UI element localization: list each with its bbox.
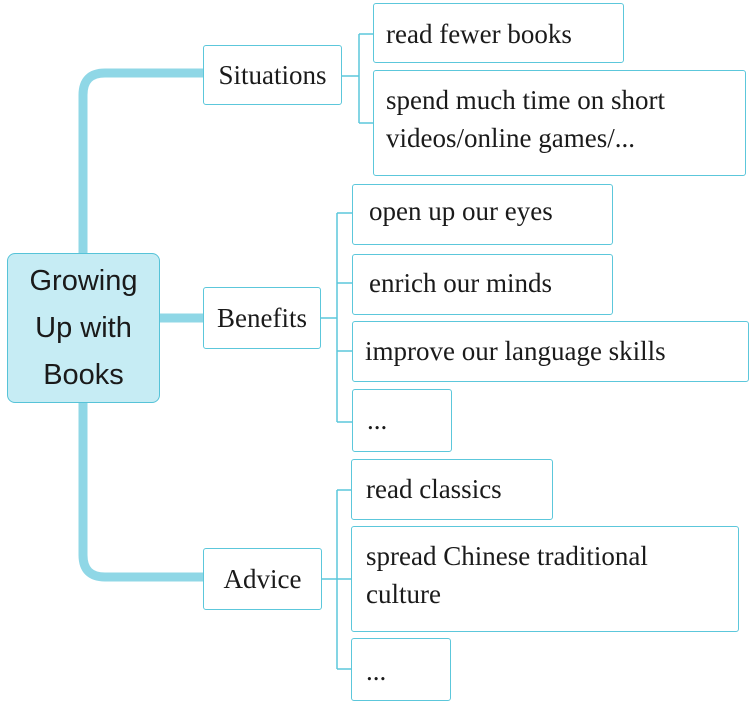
leaf-benefits-3: improve our language skills bbox=[352, 321, 749, 382]
connector-root-advice bbox=[78, 398, 208, 582]
leaf-advice-3: ... bbox=[351, 638, 451, 701]
leaf-benefits-1: open up our eyes bbox=[352, 184, 613, 245]
leaf-advice-2: spread Chinese traditional culture bbox=[351, 526, 739, 632]
connector-situations-leaves bbox=[342, 33, 373, 124]
root-node: Growing Up with Books bbox=[7, 253, 160, 403]
leaf-situations-2: spend much time on short videos/online g… bbox=[373, 70, 746, 176]
leaf-benefits-4: ... bbox=[352, 389, 452, 452]
connector-advice-leaves bbox=[322, 489, 351, 670]
connector-benefits-leaves bbox=[321, 212, 352, 423]
branch-benefits: Benefits bbox=[203, 287, 321, 349]
leaf-benefits-2: enrich our minds bbox=[352, 254, 613, 315]
connector-root-situations bbox=[78, 68, 208, 258]
leaf-situations-1: read fewer books bbox=[373, 3, 624, 63]
branch-situations: Situations bbox=[203, 45, 342, 105]
branch-advice: Advice bbox=[203, 548, 322, 610]
leaf-advice-1: read classics bbox=[351, 459, 553, 520]
